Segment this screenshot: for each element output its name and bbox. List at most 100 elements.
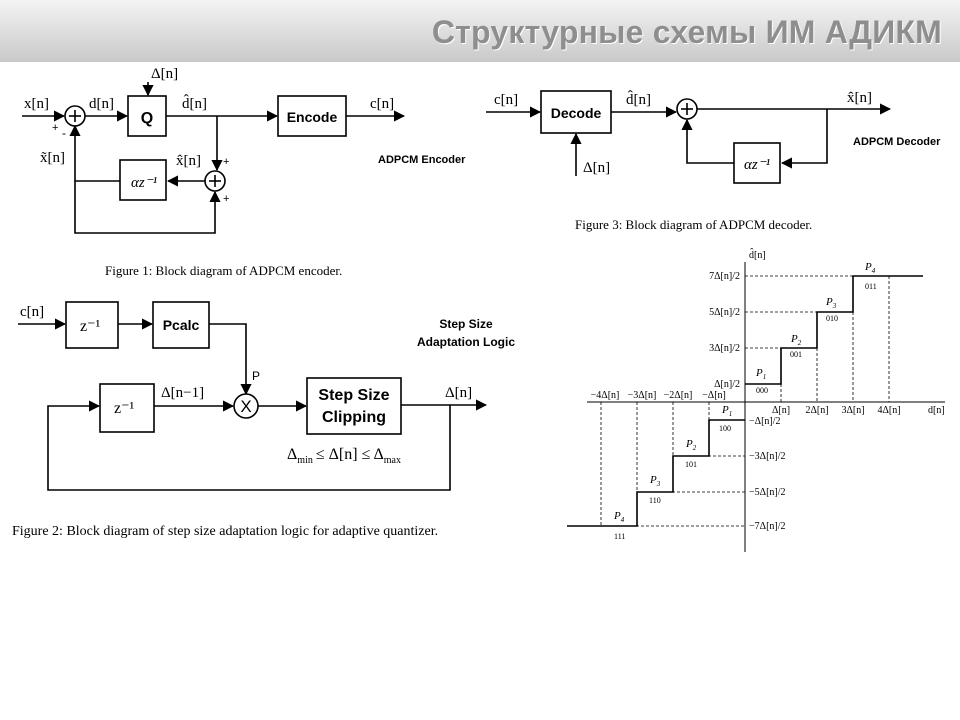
enc-xtilde-label: x̃[n] [40,150,65,166]
dec-dq-label: d̂[n] [626,90,651,108]
ss-title-line1: Step Size [439,317,493,331]
staircase-negative-steps [567,419,745,527]
dec-title-label: ADPCM Decoder [853,136,941,148]
step-pos-1-code: 000 [756,386,768,395]
enc-plus-sign: + [52,122,58,134]
enc-c-label: c[n] [370,96,394,112]
enc-plus-sign-3: + [223,193,229,205]
x-tick-pos-2: 2Δ[n] [805,405,828,416]
enc-d-label: d[n] [89,96,114,112]
step-neg-1-code: 100 [719,424,731,433]
staircase-x-axis-label: d[n] [928,405,945,416]
ss-constraint: Δmin≤ Δ[n] ≤ Δmax [287,446,401,466]
ss-clip-block [306,377,402,435]
enc-pred-text: αz⁻¹ [131,175,158,191]
enc-minus-sign: - [62,126,66,140]
step-neg-3-code: 110 [649,496,661,505]
step-neg-4-code: 111 [614,532,625,541]
decoder-diagram [486,90,892,184]
enc-xhat-label: x̂[n] [176,153,201,169]
encoder-diagram [22,82,406,234]
step-neg-2-label: P2 [685,438,697,452]
y-tick-neg-3: −5Δ[n]/2 [749,487,786,498]
x-tick-neg-4: −4Δ[n] [591,390,620,401]
slide-title: Структурные схемы ИМ АДИКМ [431,14,942,50]
enc-q-text: Q [141,110,153,127]
staircase-axes [587,262,945,552]
y-tick-neg-4: −7Δ[n]/2 [749,521,786,532]
x-tick-neg-1: −Δ[n] [702,390,726,401]
dec-pred-text: αz⁻¹ [744,157,771,173]
step-pos-3-code: 010 [826,314,838,323]
x-tick-neg-2: −2Δ[n] [664,390,693,401]
dec-decode-block [540,90,612,134]
dec-delta-label: Δ[n] [583,160,610,176]
enc-title-label: ADPCM Encoder [378,154,466,166]
step-neg-1-label: P1 [721,404,732,418]
ss-p-label: P [252,369,260,383]
step-neg-3-label: P3 [649,474,661,488]
enc-loop-arrow [74,181,221,234]
step-pos-2-label: P2 [790,333,802,347]
staircase-y-axis-label: d̂[n] [749,248,766,261]
decoder-labels: c[n] d̂[n] Δ[n] x̂[n] αz⁻¹ Decode ADPCM … [494,90,941,232]
enc-predictor-block [119,159,167,201]
x-tick-pos-1: Δ[n] [772,405,790,416]
y-tick-pos-3: 5Δ[n]/2 [709,307,740,318]
step-size-diagram [18,301,488,491]
step-neg-4-label: P4 [613,510,625,524]
enc-encode-text: Encode [287,109,338,125]
ss-c-label: c[n] [20,304,44,320]
enc-plus-sign-2: + [223,156,229,168]
ss-p-arrow [209,323,252,396]
x-tick-pos-4: 4Δ[n] [877,405,900,416]
step-size-labels: c[n] z⁻¹ Pcalc z⁻¹ P Δ[n−1] X Step Size … [12,304,515,539]
ss-constraint-mid: ≤ Δ[n] ≤ Δ [316,446,384,463]
y-tick-pos-1: Δ[n]/2 [714,379,740,390]
ss-delay1-block [65,301,119,349]
ss-clip-text-2: Clipping [322,409,386,426]
step-pos-3-label: P3 [825,296,837,310]
enc-feedback-arrow [69,124,120,182]
encoder-labels: x[n] d[n] Δ[n] d̂[n] c[n] x̃[n] x̂[n] αz… [24,66,466,278]
y-tick-pos-4: 7Δ[n]/2 [709,271,740,282]
ss-feedback-arrow [47,400,451,491]
quantizer-staircase: d̂[n] d[n] Δ[n] 2Δ[n] 3Δ[n] 4Δ[n] −4Δ[n]… [567,248,945,552]
y-tick-pos-2: 3Δ[n]/2 [709,343,740,354]
ss-caption: Figure 2: Block diagram of step size ada… [12,524,438,539]
ss-delta-label: Δ[n] [445,385,472,401]
x-tick-pos-3: 3Δ[n] [841,405,864,416]
step-neg-2-code: 101 [685,460,697,469]
dec-xhat-label: x̂[n] [847,90,872,106]
ss-constraint-min: Δ [287,446,297,463]
ss-pcalc-text: Pcalc [163,317,200,333]
dec-caption: Figure 3: Block diagram of ADPCM decoder… [575,217,812,232]
dec-c-label: c[n] [494,92,518,108]
enc-x-label: x[n] [24,96,49,112]
x-tick-neg-3: −3Δ[n] [628,390,657,401]
ss-clip-text-1: Step Size [318,387,389,404]
ss-pcalc-block [152,301,210,349]
enc-dq-label: d̂[n] [182,94,207,112]
ss-prev-delta-label: Δ[n−1] [161,385,204,401]
dec-feedback-out [681,118,734,164]
y-tick-neg-2: −3Δ[n]/2 [749,451,786,462]
enc-caption: Figure 1: Block diagram of ADPCM encoder… [105,263,342,278]
step-pos-2-code: 001 [790,350,802,359]
step-pos-4-code: 011 [865,282,877,291]
ss-multiply-text: X [240,397,251,416]
step-pos-4-label: P4 [864,261,876,275]
dec-decode-text: Decode [551,105,602,121]
staircase-positive-steps [745,275,923,385]
ss-delay2-block [99,383,155,433]
ss-constraint-max-sub: max [384,455,401,466]
enc-delta-label: Δ[n] [151,66,178,82]
staircase-labels: d̂[n] d[n] Δ[n] 2Δ[n] 3Δ[n] 4Δ[n] −4Δ[n]… [591,248,945,541]
ss-title-line2: Adaptation Logic [417,335,515,349]
y-tick-neg-1: −Δ[n]/2 [749,416,781,427]
header-bar [0,0,960,62]
ss-delay2-text: z⁻¹ [114,400,135,417]
dec-feedback-in [780,109,828,169]
